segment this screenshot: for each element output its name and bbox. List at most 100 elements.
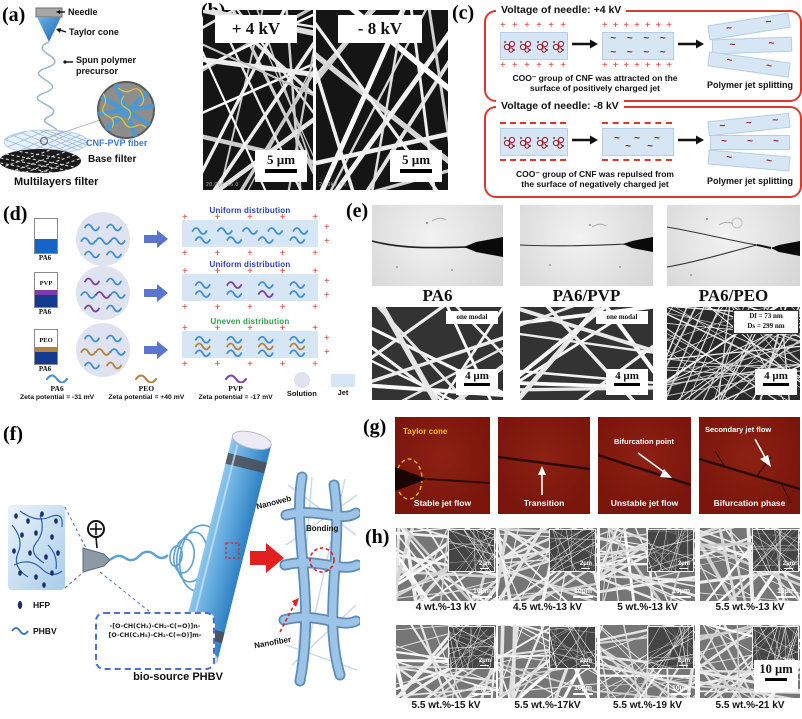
cnf-squiggles: ~~ <box>725 152 773 167</box>
hfp-label: HFP <box>33 600 50 610</box>
cnf-mesh-hatch <box>4 130 88 154</box>
mechanism-description: COO⁻ group of CNF was repulsed from the … <box>490 169 700 189</box>
desc-line-1: COO⁻ group of CNF was repulsed from <box>516 169 674 179</box>
tile-scale-bar <box>472 692 492 695</box>
jet-rect <box>182 274 318 301</box>
sem-tile-5wt-13kv: 2µm 10µm <box>600 528 695 601</box>
legend-name: PEO <box>138 384 155 393</box>
scale-text: 4 µm <box>615 370 639 382</box>
scale-bar-box: 4 µm <box>456 369 498 395</box>
inset-scale: 2µm <box>580 561 592 569</box>
tile-caption: 5.5 wt.%-19 kV <box>613 700 682 711</box>
legend-name: PVP <box>228 384 243 393</box>
sem-inset: 2µm <box>549 529 596 572</box>
needle-label: Needle <box>68 7 98 17</box>
red-block-arrow-icon <box>250 543 284 573</box>
inset-scale-text: 2µm <box>677 560 690 567</box>
spun-polymer-label-1: Spun polymer <box>76 55 137 65</box>
tile-scale: 10µm <box>671 685 691 695</box>
sem-inset: 2µm <box>448 529 495 572</box>
mechanism-box-minus8kv: Voltage of needle: -8 kV ~~~ ~~ ~~~ ~~~ … <box>484 100 802 198</box>
cnf-squiggles-center: ~~ <box>625 141 653 152</box>
bonding-label: Bonding <box>306 524 339 533</box>
hfp-dot-icon <box>17 601 23 609</box>
sem-image-plus4kv: + 4 kV 5 µm 20.0kV X6.0 <box>203 10 313 190</box>
positive-charge: + <box>324 222 330 233</box>
jet-frame-transition: Transition <box>498 417 590 514</box>
frame-caption: Unstable jet flow <box>610 498 679 508</box>
hfp-dots <box>12 511 60 588</box>
split-jet-strip: ~~~ <box>710 135 790 150</box>
tile-scale-text: 10µm <box>472 684 492 692</box>
sem-tile-5p5wt-17kv: 2µm 10µm <box>498 625 597 698</box>
pa6-liquid <box>35 352 57 364</box>
jet-drawing <box>699 438 800 504</box>
positive-charges: +++++ <box>182 359 318 370</box>
sem-tile-5p5wt-15kv: 2µm 10µm <box>396 625 496 698</box>
solution-swatch <box>293 372 310 388</box>
scale-text: 4 µm <box>465 370 489 382</box>
mechanism-title: Voltage of needle: +4 kV <box>496 4 627 16</box>
sem-pa6-peo: Df = 73 nm Ds = 299 nm 4 µm <box>667 307 800 400</box>
secondary-jet-annotation: Secondary jet flow <box>705 425 772 434</box>
desc-line-2: surface of positively charged jet <box>530 83 660 93</box>
jet-stage-2: ~~~ ~~ <box>602 128 674 156</box>
sample-name-pa6-pvp: PA6/PVP <box>552 286 621 305</box>
jet-drawing <box>498 455 590 495</box>
cnf-squiggles-top: ~~~~ <box>610 33 666 44</box>
distribution-title: Uniform distribution <box>209 206 291 215</box>
df-value: Df = 73 nm <box>749 312 783 320</box>
positive-charges: +++++ <box>182 266 318 277</box>
panel-h-label: (h) <box>365 526 390 548</box>
sem-tile-4p5wt-13kv: 2µm 10µm <box>498 528 597 601</box>
diameter-badge: Df = 73 nm Ds = 299 nm <box>733 310 799 334</box>
tile-caption: 4 wt.%-13 kV <box>415 602 477 613</box>
sem-metadata: 20.0kV X6.0 <box>206 182 239 188</box>
tile-scale: 10µm <box>573 684 593 695</box>
phbv-label: PHBV <box>33 626 57 636</box>
cnf-squiggles: ~~~ <box>721 136 779 147</box>
tile-scale-bar <box>671 692 691 695</box>
tile-scale-text: 10µm <box>573 684 593 692</box>
vial-label: PA6 <box>38 254 52 262</box>
zoom-marker-circle <box>40 137 48 145</box>
jet-drawing <box>598 452 691 487</box>
sem-tile-5p5wt-13kv: 2µm 10µm <box>700 528 800 601</box>
inset-fibers <box>550 530 595 571</box>
tile-caption: 5.5 wt.%-15 kV <box>411 700 481 711</box>
distribution-title: Uneven distribution <box>210 317 290 326</box>
frame-caption: Transition <box>523 498 565 508</box>
panel-f-label: (f) <box>3 423 23 445</box>
tile-scale-bar <box>573 692 593 695</box>
jet-frame-bifurcation: Secondary jet flow Bifurcation phase <box>699 417 800 514</box>
positive-charge: + <box>324 347 330 358</box>
inset-scale-bar <box>784 567 794 569</box>
positive-charges: +++++ <box>182 323 318 334</box>
jet-splitting-label: Polymer jet splitting <box>706 80 793 90</box>
peo-band <box>35 347 57 352</box>
spun-arrow <box>63 60 67 64</box>
scale-text: 5 µm <box>266 152 296 167</box>
sem-inset: 2µm <box>752 529 799 572</box>
inset-fibers <box>648 627 693 668</box>
positive-charges: ++++++ <box>500 60 566 71</box>
legend-zeta: Zeta potential = -17 mV <box>198 394 273 401</box>
cnf-molecules <box>501 33 567 59</box>
block-arrow-icon <box>144 341 168 359</box>
block-arrow-icon <box>144 230 168 248</box>
vial-label: PA6 <box>38 308 52 316</box>
jet-frame-unstable: Bifurcation point Unstable jet flow <box>598 417 691 514</box>
base-filter-label: Base filter <box>88 154 137 165</box>
cnf-pvp-fiber-label: CNF-PVP fiber <box>86 138 148 148</box>
phbv-wave-icon <box>11 627 29 635</box>
hfp-solution-box <box>8 505 65 590</box>
legend-pa6: PA6 Zeta potential = -31 mV <box>20 372 94 401</box>
vial-peo-pa6: PEO <box>34 329 58 365</box>
modal-badge: one modal <box>596 311 648 324</box>
phbv-schematic <box>8 430 360 687</box>
inset-scale-bar <box>480 567 490 569</box>
jet-drawing <box>395 458 490 500</box>
tile-scale: 10µm <box>776 588 796 598</box>
pvp-band <box>35 290 57 295</box>
